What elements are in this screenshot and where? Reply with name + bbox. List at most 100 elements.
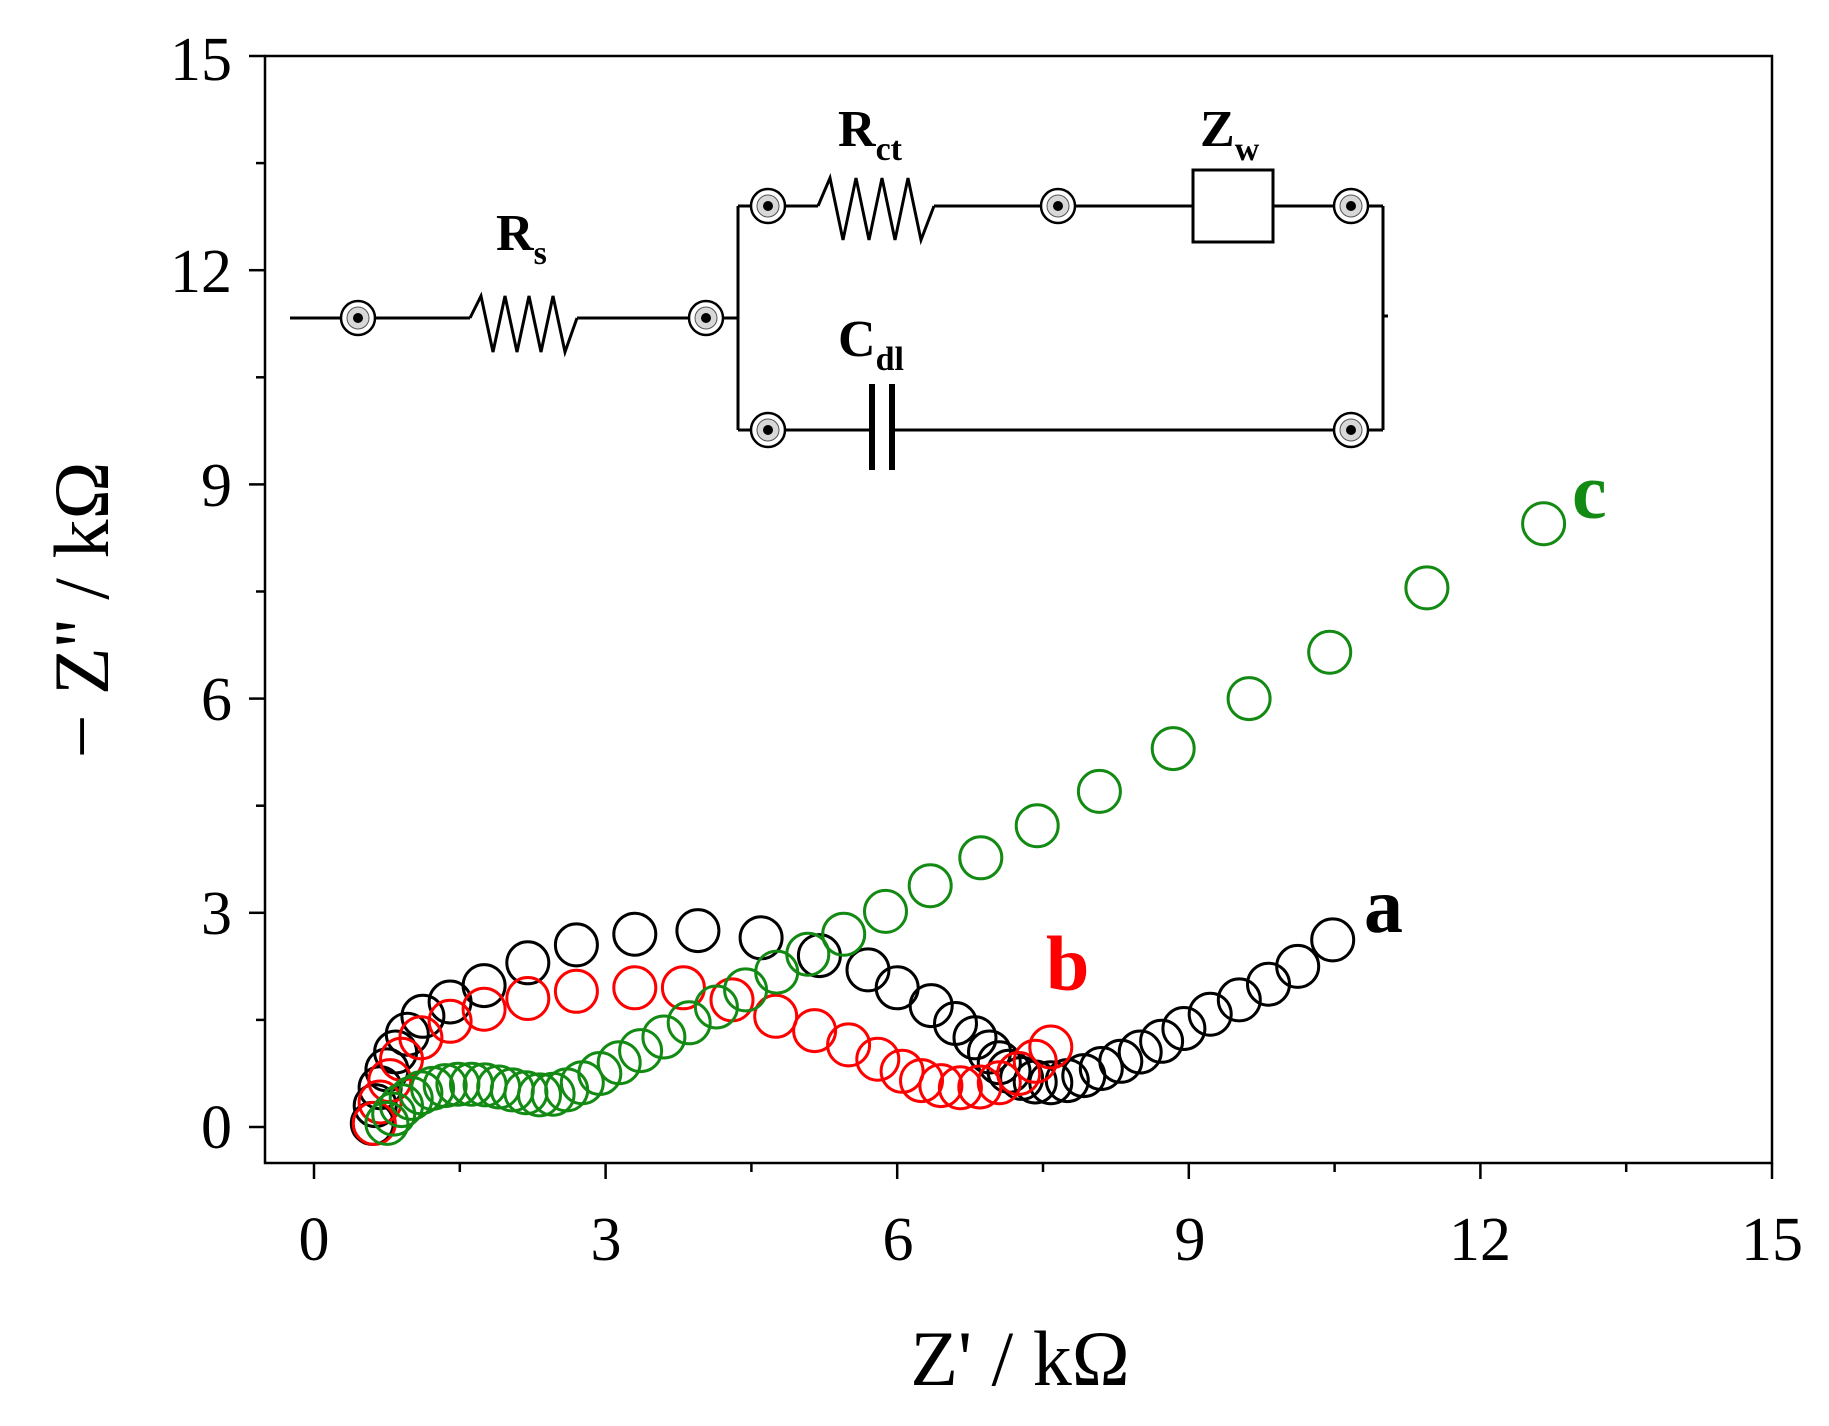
data-point-c: [785, 931, 831, 977]
data-point-a: [612, 911, 658, 957]
x-axis-ticks: [312, 1163, 1774, 1179]
data-point-b: [937, 1065, 983, 1111]
warburg-element: [1191, 168, 1275, 244]
data-point-b: [879, 1048, 925, 1094]
data-point-b: [427, 998, 473, 1044]
data-point-a: [1216, 977, 1262, 1023]
data-point-c: [821, 911, 867, 957]
data-point-b: [996, 1051, 1042, 1096]
data-point-b: [918, 1063, 964, 1109]
circuit-node: [339, 299, 377, 337]
data-point-b: [1012, 1038, 1058, 1084]
zw-label: Zw: [1200, 101, 1260, 168]
series-label-a: a: [1364, 862, 1403, 949]
series-layer: [349, 501, 1567, 1146]
circuit-node: [687, 299, 725, 337]
data-point-a: [1098, 1038, 1144, 1084]
data-point-c: [618, 1028, 664, 1074]
y-tick-label: 0: [201, 1094, 232, 1162]
data-point-b: [461, 986, 507, 1032]
data-point-c: [754, 949, 800, 995]
rct-label: Rct: [838, 101, 903, 168]
data-point-c: [1307, 629, 1353, 675]
y-tick-labels: 0 3 6 9 12 15: [170, 26, 232, 1162]
data-point-a: [1139, 1018, 1185, 1064]
data-point-c: [1014, 803, 1060, 849]
circuit-node: [1332, 411, 1370, 449]
data-point-b: [1028, 1024, 1074, 1070]
data-point-a: [1117, 1029, 1163, 1075]
data-point-a: [1187, 991, 1233, 1037]
y-tick-label: 3: [201, 880, 232, 948]
data-point-b: [855, 1036, 901, 1082]
circuit-node: [1039, 187, 1077, 225]
data-point-a: [505, 940, 551, 986]
y-tick-label: 12: [170, 238, 232, 306]
x-tick-label: 3: [591, 1206, 622, 1274]
x-axis-title: Z' / kΩ: [910, 1315, 1129, 1402]
x-tick-label: 9: [1175, 1206, 1206, 1274]
data-point-b: [612, 965, 658, 1011]
data-point-c: [1150, 726, 1196, 772]
equivalent-circuit-diagram: [290, 168, 1388, 470]
data-point-c: [1521, 501, 1567, 547]
data-point-c: [863, 888, 908, 934]
x-tick-label: 15: [1741, 1206, 1803, 1274]
y-axis-ticks: [249, 54, 265, 1129]
series-label-b: b: [1046, 920, 1089, 1007]
data-point-c: [958, 835, 1004, 881]
data-point-a: [1161, 1006, 1207, 1051]
x-tick-label: 6: [883, 1206, 914, 1274]
data-point-c: [693, 984, 739, 1030]
data-point-c: [1076, 768, 1122, 814]
y-tick-label: 15: [170, 26, 232, 94]
series-label-c: c: [1572, 448, 1607, 535]
data-point-a: [1310, 917, 1356, 963]
data-point-a: [908, 983, 954, 1029]
data-point-b: [505, 976, 551, 1021]
data-point-a: [1275, 943, 1321, 989]
resistor-rct: [816, 173, 936, 246]
data-point-a: [845, 947, 891, 993]
data-point-b: [351, 1100, 397, 1146]
data-point-a: [952, 1015, 998, 1061]
data-point-c: [907, 863, 953, 909]
y-tick-label: 9: [201, 452, 232, 520]
y-axis-title: − Z'' / kΩ: [38, 462, 125, 759]
data-point-a: [461, 963, 507, 1009]
circuit-labels: Rs Rct Zw Cdl: [496, 101, 1260, 378]
data-point-c: [364, 1100, 410, 1146]
circuit-node: [1332, 187, 1370, 225]
plot-frame: [263, 54, 1774, 1165]
circuit-nodes: [339, 187, 1370, 449]
data-point-b: [826, 1022, 872, 1068]
data-point-c: [596, 1040, 642, 1086]
data-point-c: [517, 1072, 562, 1118]
rs-label: Rs: [496, 205, 547, 272]
data-point-c: [388, 1075, 434, 1121]
data-point-c: [1226, 676, 1272, 722]
series-c: [364, 501, 1567, 1146]
cdl-label: Cdl: [838, 311, 904, 378]
data-point-c: [1404, 565, 1450, 611]
data-point-b: [899, 1058, 944, 1104]
circuit-node: [749, 411, 787, 449]
data-point-b: [976, 1060, 1022, 1106]
data-point-a: [553, 922, 599, 968]
data-point-a: [400, 993, 446, 1039]
data-point-a: [675, 908, 721, 954]
data-point-a: [1078, 1046, 1124, 1091]
data-point-c: [422, 1063, 468, 1109]
x-tick-labels: 0 3 6 9 12 15: [299, 1206, 1804, 1274]
data-point-b: [553, 968, 599, 1014]
data-point-b: [660, 965, 706, 1011]
data-point-c: [641, 1014, 687, 1060]
x-tick-label: 0: [299, 1206, 330, 1274]
x-tick-label: 12: [1449, 1206, 1511, 1274]
data-point-b: [792, 1008, 838, 1054]
data-point-c: [666, 1000, 712, 1046]
data-point-b: [398, 1015, 444, 1061]
y-tick-label: 6: [201, 666, 232, 734]
circuit-node: [749, 187, 787, 225]
data-point-b: [753, 993, 799, 1039]
